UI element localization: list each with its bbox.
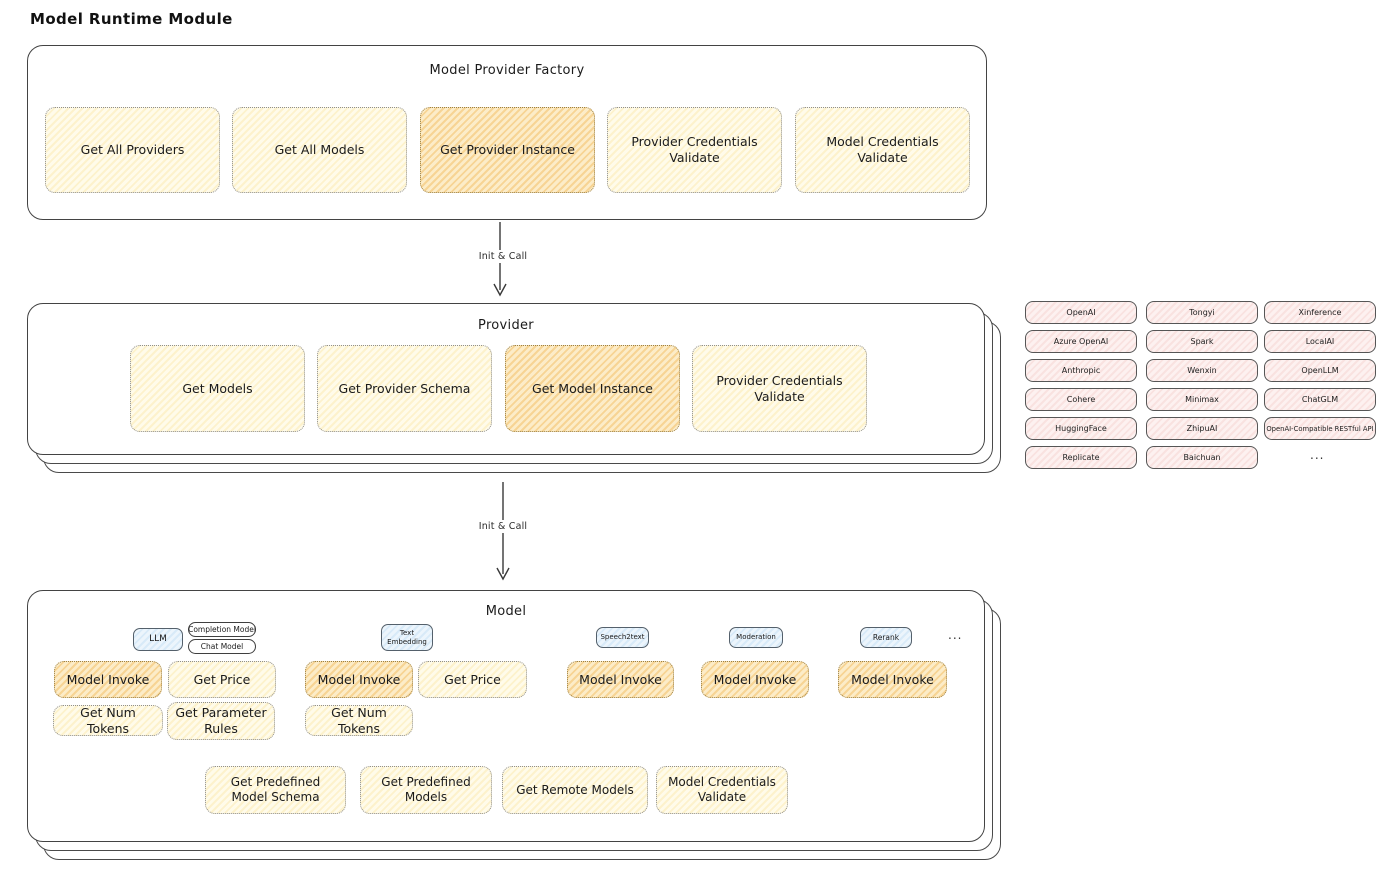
provider-item-spark: Spark	[1146, 330, 1258, 353]
provider-item-cohere: Cohere	[1025, 388, 1137, 411]
factory-button-get-all-providers: Get All Providers	[45, 107, 220, 193]
embedding-model-invoke-button: Model Invoke	[305, 661, 413, 698]
provider-item-openllm: OpenLLM	[1264, 359, 1376, 382]
factory-button-provider-credentials-validate: Provider Credentials Validate	[607, 107, 782, 193]
embedding-get-price-button: Get Price	[418, 661, 527, 698]
provider-item-wenxin: Wenxin	[1146, 359, 1258, 382]
llm-model-invoke-button: Model Invoke	[54, 661, 162, 698]
provider-list-more-ellipsis: ...	[1310, 448, 1325, 462]
embedding-get-num-tokens-button: Get Num Tokens	[305, 705, 413, 736]
tab-text-embedding: Text Embedding	[381, 624, 433, 651]
provider-button-get-model-instance: Get Model Instance	[505, 345, 680, 432]
factory-button-get-all-models: Get All Models	[232, 107, 407, 193]
tab-speech2text: Speech2text	[596, 627, 649, 648]
tag-chat-model: Chat Model	[188, 639, 256, 654]
provider-item-huggingface: HuggingFace	[1025, 417, 1137, 440]
llm-get-parameter-rules-button: Get Parameter Rules	[167, 702, 275, 740]
tab-llm: LLM	[133, 628, 183, 651]
factory-button-model-credentials-validate: Model Credentials Validate	[795, 107, 970, 193]
provider-item-replicate: Replicate	[1025, 446, 1137, 469]
get-predefined-models-button: Get Predefined Models	[360, 766, 492, 814]
provider-item-minimax: Minimax	[1146, 388, 1258, 411]
provider-item-xinference: Xinference	[1264, 301, 1376, 324]
page-title: Model Runtime Module	[30, 10, 233, 28]
provider-item-openai-compatible-restful-api: OpenAI-Compatible RESTful API	[1264, 417, 1376, 440]
provider-item-localai: LocalAI	[1264, 330, 1376, 353]
model-credentials-validate-button: Model Credentials Validate	[656, 766, 788, 814]
get-predefined-model-schema-button: Get Predefined Model Schema	[205, 766, 346, 814]
provider-button-provider-credentials-validate: Provider Credentials Validate	[692, 345, 867, 432]
factory-button-get-provider-instance: Get Provider Instance	[420, 107, 595, 193]
get-remote-models-button: Get Remote Models	[502, 766, 648, 814]
provider-item-baichuan: Baichuan	[1146, 446, 1258, 469]
moderation-model-invoke-button: Model Invoke	[701, 661, 809, 698]
arrow-label-init-call-1: Init & Call	[458, 250, 548, 263]
provider-button-get-provider-schema: Get Provider Schema	[317, 345, 492, 432]
factory-title: Model Provider Factory	[429, 63, 585, 78]
provider-button-get-models: Get Models	[130, 345, 305, 432]
tag-completion-model: Completion Model	[188, 622, 256, 637]
llm-get-num-tokens-button: Get Num Tokens	[53, 705, 163, 736]
rerank-model-invoke-button: Model Invoke	[838, 661, 947, 698]
provider-item-openai: OpenAI	[1025, 301, 1137, 324]
tab-rerank: Rerank	[860, 627, 912, 648]
tab-moderation: Moderation	[729, 627, 783, 648]
provider-item-anthropic: Anthropic	[1025, 359, 1137, 382]
provider-item-zhipuai: ZhipuAI	[1146, 417, 1258, 440]
provider-item-azure-openai: Azure OpenAI	[1025, 330, 1137, 353]
tabs-more-ellipsis: ...	[948, 628, 963, 642]
arrow-label-init-call-2: Init & Call	[458, 520, 548, 533]
model-title: Model	[485, 604, 527, 619]
speech2text-model-invoke-button: Model Invoke	[567, 661, 674, 698]
provider-item-tongyi: Tongyi	[1146, 301, 1258, 324]
llm-get-price-button: Get Price	[168, 661, 276, 698]
provider-item-chatglm: ChatGLM	[1264, 388, 1376, 411]
provider-title: Provider	[478, 318, 534, 333]
